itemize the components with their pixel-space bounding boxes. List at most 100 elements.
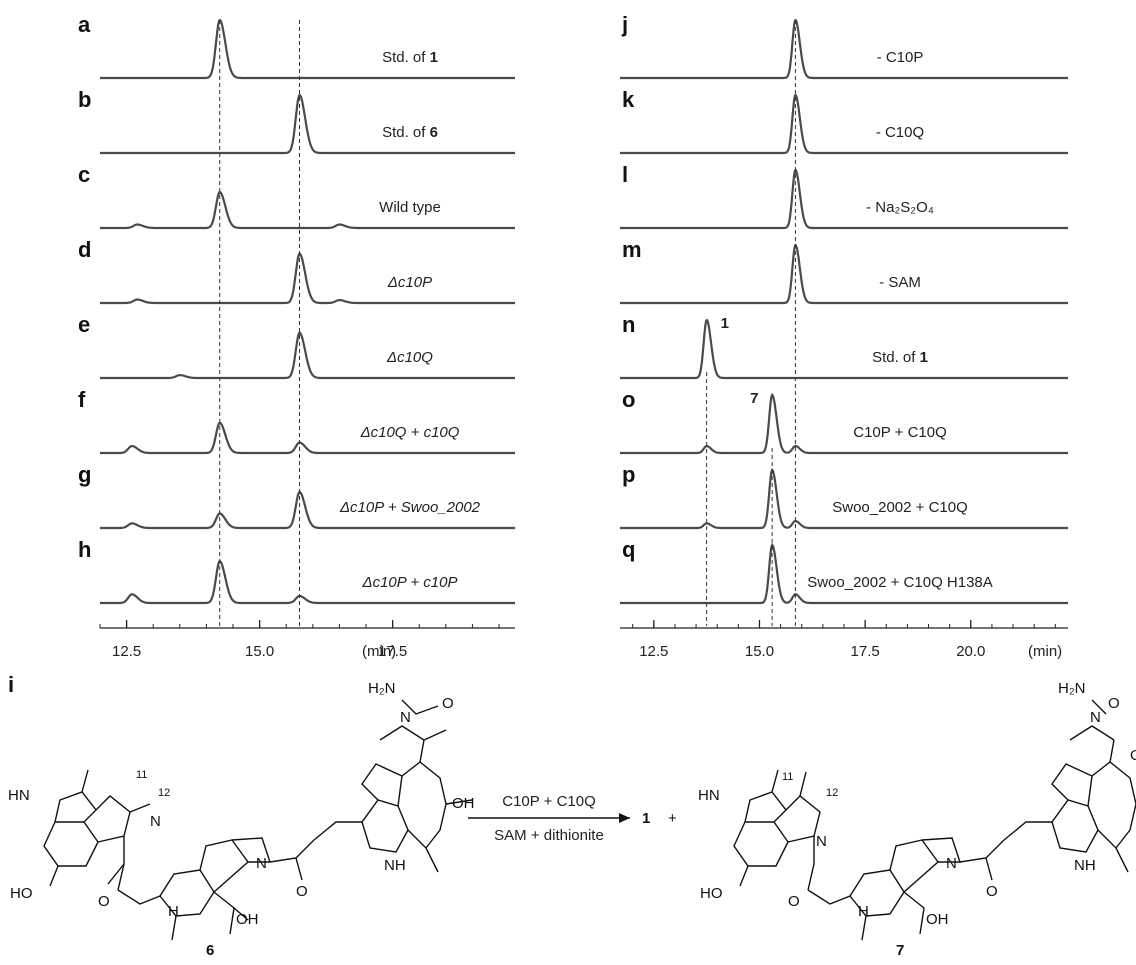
trace-a: [100, 18, 515, 80]
trace-b: [100, 94, 515, 155]
panel-letter-f: f: [78, 387, 86, 412]
trace-f: [100, 421, 515, 455]
panel-letter-i: i: [8, 672, 14, 697]
trace-label-c: Wild type: [379, 199, 441, 216]
trace-n: [620, 318, 1068, 380]
trace-label-a: Std. of 1: [382, 49, 438, 66]
atom-o-7b: O: [986, 883, 998, 900]
atom-n-7a: N: [816, 833, 827, 850]
trace-label-o: C10P + C10Q: [853, 424, 947, 441]
trace-d: [100, 252, 515, 305]
trace-o: [620, 392, 1068, 455]
trace-label-h: Δc10P + c10P: [362, 574, 458, 591]
trace-j: [620, 18, 1068, 80]
atom-oh-6b: OH: [452, 795, 475, 812]
panel-letter-m: m: [622, 237, 642, 262]
panel-letter-g: g: [78, 462, 91, 487]
atom-o-6a: O: [98, 893, 110, 910]
arrow-bottom-label: SAM + dithionite: [494, 827, 604, 844]
trace-q: [620, 542, 1068, 605]
panel-letter-q: q: [622, 537, 635, 562]
trace-label-m: - SAM: [879, 274, 921, 291]
atom-o-7c: O: [1108, 695, 1120, 712]
atom-oh-7b: OH: [1130, 747, 1136, 764]
atom-ho-6: HO: [10, 885, 33, 902]
right-tick-label: 15.0: [745, 643, 774, 660]
left-axis-unit: (min): [362, 643, 396, 660]
atom-n-7c: N: [1090, 709, 1101, 726]
panel-letter-h: h: [78, 537, 91, 562]
trace-p: [620, 467, 1068, 530]
panel-letter-a: a: [78, 12, 91, 37]
atom-hn-7: HN: [698, 787, 720, 804]
trace-label-k: - C10Q: [876, 124, 924, 141]
panel-letter-d: d: [78, 237, 91, 262]
trace-label-b: Std. of 6: [382, 124, 438, 141]
left-tick-label: 17.5: [378, 643, 407, 660]
atom-n-6b: N: [256, 855, 267, 872]
atom-ho-7: HO: [700, 885, 723, 902]
right-tick-label: 17.5: [851, 643, 880, 660]
trace-label-e: Δc10Q: [386, 349, 433, 366]
panel-letter-l: l: [622, 162, 628, 187]
trace-h: [100, 560, 515, 605]
atom-c11-6: 11: [136, 769, 147, 781]
compound-7-label: 7: [896, 942, 904, 959]
trace-label-q: Swoo_2002 + C10Q H138A: [807, 574, 993, 591]
plus-sign: +: [668, 810, 677, 827]
compound-7-structure: HN HO N 11 12 O H OH N O NH OH N H₂N O 7: [698, 680, 1136, 959]
trace-label-p: Swoo_2002 + C10Q: [832, 499, 968, 516]
product-1-label: 1: [642, 810, 650, 827]
trace-k: [620, 93, 1068, 155]
atom-oh-6a: OH: [236, 911, 259, 928]
peak-tag-o: 7: [750, 390, 758, 407]
atom-n-7b: N: [946, 855, 957, 872]
chromatogram-l: l - Na₂S₂O₄: [620, 162, 1068, 230]
atom-nh-7a: H: [858, 903, 869, 920]
atom-c11-7: 11: [782, 771, 793, 783]
panel-letter-c: c: [78, 162, 90, 187]
trace-label-j: - C10P: [877, 49, 924, 66]
trace-label-f: Δc10Q + c10Q: [360, 424, 460, 441]
atom-c12-6: 12: [158, 787, 170, 799]
chromatogram-j: j- C10P: [620, 12, 1068, 80]
trace-g: [100, 490, 515, 530]
trace-c: [100, 190, 515, 230]
compound-6-label: 6: [206, 942, 214, 959]
panel-letter-k: k: [622, 87, 635, 112]
atom-o-6c: O: [442, 695, 454, 712]
atom-oh-7a: OH: [926, 911, 949, 928]
right-tick-label: 12.5: [639, 643, 668, 660]
atom-h2n-6: H₂N: [368, 680, 396, 697]
right-tick-label: 20.0: [956, 643, 985, 660]
atom-o-7a: O: [788, 893, 800, 910]
atom-h2n-7: H₂N: [1058, 680, 1086, 697]
trace-label-g: Δc10P + Swoo_2002: [339, 499, 481, 516]
panel-letter-p: p: [622, 462, 635, 487]
atom-c12-7: 12: [826, 787, 838, 799]
atom-o-6b: O: [296, 883, 308, 900]
trace-m: [620, 243, 1068, 305]
atom-nh-6b: NH: [384, 857, 406, 874]
trace-label-l: - Na₂S₂O₄: [866, 199, 934, 216]
right-axis-unit: (min): [1028, 643, 1062, 660]
reaction-arrow: C10P + C10Q SAM + dithionite: [468, 793, 630, 844]
panel-letter-o: o: [622, 387, 635, 412]
peak-tag-n: 1: [721, 315, 729, 332]
panel-letter-n: n: [622, 312, 635, 337]
trace-label-n: Std. of 1: [872, 349, 928, 366]
trace-l: [620, 168, 1068, 230]
